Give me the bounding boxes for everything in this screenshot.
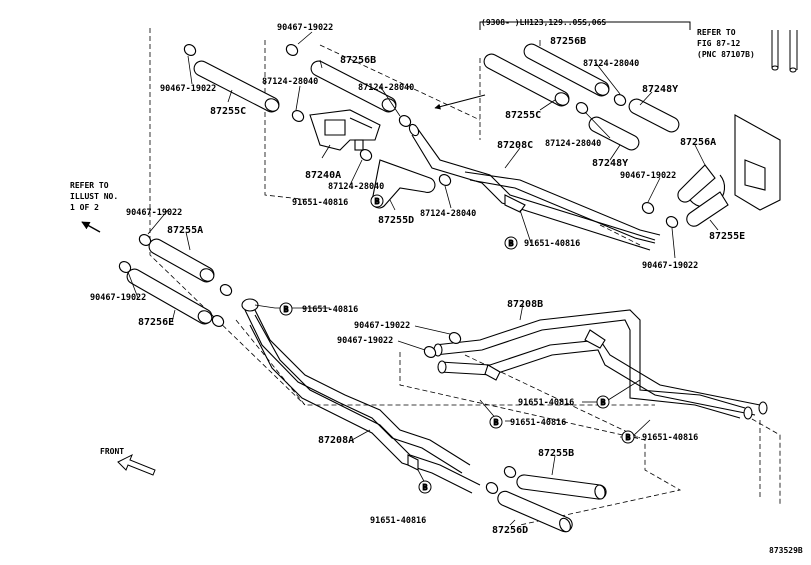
refer-fig-line1: REFER TO [697, 28, 736, 37]
pointer-arrow [434, 94, 486, 110]
refer-illust-line3: 1 OF 2 [70, 203, 99, 212]
hose-87256E [126, 268, 213, 325]
bolt-marker-b: B [504, 236, 518, 250]
refer-illust-arrow-icon [81, 221, 101, 233]
label-clamp-87124-d: 87124-28040 [420, 209, 476, 219]
label-pipe-87208C: 87208C [497, 140, 533, 151]
hose-87256A [677, 164, 716, 203]
clamp-set-a [183, 44, 452, 186]
dashed-boundaries [149, 28, 781, 526]
refer-illust-line2: ILLUST NO. [70, 192, 118, 201]
label-bolt-91651-f: 91651-40816 [642, 433, 698, 443]
bolt-marker-a: B [370, 194, 384, 208]
svg-text:B: B [509, 239, 514, 248]
hose-group-left-middle [118, 234, 233, 327]
label-hose-87256A: 87256A [680, 137, 716, 148]
label-pipe-87208A: 87208A [318, 435, 354, 446]
front-arrow-icon [117, 453, 156, 476]
refer-pipes [771, 30, 798, 73]
label-bolt-91651-c: 91651-40816 [302, 305, 358, 315]
refer-illust-line1: REFER TO [70, 181, 109, 190]
label-hose-87255E: 87255E [709, 231, 745, 242]
svg-text:B: B [601, 398, 606, 407]
label-hose-87255C-right: 87255C [505, 110, 541, 121]
label-clamp-90467-m1: 90467-19022 [354, 321, 410, 331]
label-hose-87255D: 87255D [378, 215, 414, 226]
label-hose-87255A: 87255A [167, 225, 203, 236]
front-label: FRONT [100, 447, 124, 456]
heater-core-bracket [734, 114, 781, 211]
part-labels: (9308- )LH123,129..05S,06S REFER TO FIG … [70, 18, 803, 555]
bolt-marker-e: B [489, 415, 503, 429]
svg-text:B: B [284, 305, 289, 314]
bolt-marker-g: B [418, 480, 432, 494]
label-bolt-91651-b: 91651-40816 [524, 239, 580, 249]
label-clamp-87124-c: 87124-28040 [328, 182, 384, 192]
leader-lines [127, 31, 719, 526]
header-note: (9308- )LH123,129..05S,06S [481, 18, 606, 27]
svg-text:B: B [626, 433, 631, 442]
hose-group-bottom [423, 332, 607, 533]
header-bracket [479, 21, 691, 30]
label-hose-87255C-left: 87255C [210, 106, 246, 117]
hose-87256D [497, 490, 573, 533]
label-bolt-91651-g: 91651-40816 [370, 516, 426, 526]
label-bolt-91651-e: 91651-40816 [510, 418, 566, 428]
label-clamp-90467-r1: 90467-19022 [620, 171, 676, 181]
label-clamp-87124-e: 87124-28040 [583, 59, 639, 69]
label-clamp-90467-r2: 90467-19022 [642, 261, 698, 271]
hose-group-top-right [483, 43, 781, 228]
hose-87248Y-b [588, 116, 640, 151]
pipe-87208B [433, 309, 768, 420]
label-hose-87256D: 87256D [492, 525, 528, 536]
svg-text:B: B [375, 197, 380, 206]
label-hose-87255B: 87255B [538, 448, 574, 459]
label-hose-87248Y-a: 87248Y [642, 84, 678, 95]
label-valve-87240A: 87240A [305, 170, 341, 181]
label-hose-87256B-right: 87256B [550, 36, 586, 47]
label-clamp-top-a: 90467-19022 [277, 23, 333, 33]
hose-87255C-left [193, 60, 280, 113]
bolt-marker-c: B [279, 302, 293, 316]
label-clamp-87124-a: 87124-28040 [262, 77, 318, 87]
label-hose-87256B-mid: 87256B [340, 55, 376, 66]
bolt-marker-d: B [596, 395, 610, 409]
pipe-87208C [408, 123, 661, 251]
svg-text:B: B [423, 483, 428, 492]
hose-87248Y-a [628, 98, 680, 133]
label-clamp-87124-b: 87124-28040 [358, 83, 414, 93]
pipe-87208A [241, 298, 481, 494]
label-bolt-91651-d: 91651-40816 [518, 398, 574, 408]
refer-fig-line2: FIG 87-12 [697, 39, 741, 48]
bolt-markers: B B B B B B B [279, 194, 635, 494]
svg-text:B: B [494, 418, 499, 427]
label-clamp-90467-l3: 90467-19022 [90, 293, 146, 303]
valve-87240A [309, 109, 381, 151]
diagram-code: 873529B [769, 546, 803, 555]
hose-87255B [516, 474, 607, 500]
label-clamp-left-a: 90467-19022 [160, 84, 216, 94]
bolt-marker-f: B [621, 430, 635, 444]
label-hose-87256E: 87256E [138, 317, 174, 328]
hose-87255E [686, 191, 729, 227]
hose-87255A [148, 238, 215, 283]
hose-87255C-right [483, 53, 570, 107]
hose-87256B-mid [310, 60, 397, 113]
label-pipe-87208B: 87208B [507, 299, 543, 310]
refer-fig-line3: (PNC 87107B) [697, 50, 755, 59]
label-bolt-91651-a: 91651-40816 [292, 198, 348, 208]
label-clamp-87124-f: 87124-28040 [545, 139, 601, 149]
label-clamp-90467-m2: 90467-19022 [337, 336, 393, 346]
hose-87256B-right [523, 43, 610, 97]
label-clamp-90467-l2: 90467-19022 [126, 208, 182, 218]
label-hose-87248Y-b: 87248Y [592, 158, 628, 169]
